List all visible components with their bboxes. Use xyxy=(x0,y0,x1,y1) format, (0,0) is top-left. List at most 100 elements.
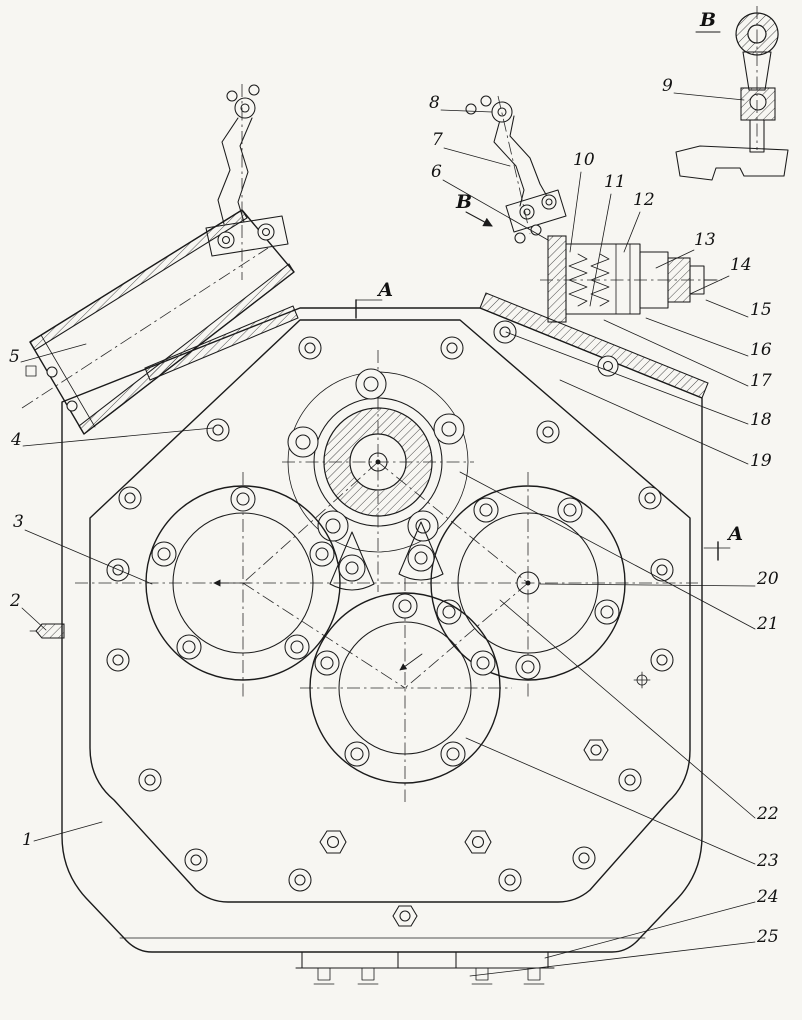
callout-15: 15 xyxy=(750,300,772,320)
callout-19: 19 xyxy=(750,451,772,471)
callout-23: 23 xyxy=(756,851,779,871)
bolt xyxy=(138,768,162,792)
callout-9: 9 xyxy=(662,76,673,96)
bolt xyxy=(298,336,322,360)
view-direction-label: В xyxy=(455,191,472,213)
right-cover xyxy=(430,485,626,681)
callout-11: 11 xyxy=(604,172,626,192)
callout-13: 13 xyxy=(694,230,716,250)
bolt xyxy=(288,868,312,892)
bolt xyxy=(572,846,596,870)
leader-line-18 xyxy=(505,331,749,425)
dowel-pin xyxy=(29,623,65,639)
housing-outline xyxy=(61,307,703,953)
bolt xyxy=(106,558,130,582)
detail-view-b xyxy=(675,6,789,181)
leader-line-3 xyxy=(24,529,153,585)
leader-line-24 xyxy=(544,901,756,959)
drain-bolt xyxy=(523,967,545,985)
callout-7: 7 xyxy=(432,130,443,150)
leader-line-15 xyxy=(705,299,749,318)
leader-line-14 xyxy=(689,275,730,295)
front-cover-plate xyxy=(89,319,691,903)
bolt xyxy=(106,648,130,672)
drain-bolt xyxy=(313,967,335,985)
drain-bolt xyxy=(471,967,493,985)
bottom-drain-flanges xyxy=(295,951,555,985)
leader-line-13 xyxy=(655,249,695,269)
bolt xyxy=(650,558,674,582)
leader-line-17 xyxy=(603,319,749,387)
leader-line-25 xyxy=(469,941,756,977)
leader-line-23 xyxy=(465,737,756,865)
callout-20: 20 xyxy=(756,569,779,589)
cover-perimeter-bolts xyxy=(106,336,674,927)
bolt xyxy=(638,486,662,510)
leader-line-8 xyxy=(440,109,493,113)
leader-line-1 xyxy=(33,821,103,842)
valve-assembly xyxy=(493,224,722,377)
callout-10: 10 xyxy=(573,150,595,170)
leader-line-16 xyxy=(645,317,749,357)
leader-line-5 xyxy=(20,343,87,363)
callout-22: 22 xyxy=(756,804,779,824)
hex-bolt xyxy=(583,739,609,761)
callout-4: 4 xyxy=(10,430,22,450)
callout-14: 14 xyxy=(730,255,752,275)
leader-line-21 xyxy=(459,471,756,630)
hex-bolt xyxy=(464,830,492,854)
leader-line-10 xyxy=(569,171,582,253)
callout-3: 3 xyxy=(13,512,24,532)
bolt xyxy=(440,336,464,360)
callout-17: 17 xyxy=(750,371,772,391)
bolt xyxy=(184,848,208,872)
callout-5: 5 xyxy=(9,347,20,367)
leader-line-9 xyxy=(673,92,745,101)
leader-line-6 xyxy=(442,179,549,241)
leader-line-20 xyxy=(539,583,756,587)
section-a-right-label: А xyxy=(726,523,743,545)
leader-line-12 xyxy=(623,211,641,253)
hex-bolt xyxy=(392,905,418,927)
detail-view-label: В xyxy=(699,9,716,31)
callout-16: 16 xyxy=(750,340,772,360)
callout-8: 8 xyxy=(429,93,440,113)
bolt xyxy=(650,648,674,672)
web-gussets xyxy=(329,521,444,591)
right-shoulder-pad xyxy=(479,292,709,399)
callout-1: 1 xyxy=(22,830,33,850)
bolt xyxy=(498,868,522,892)
hub-lug-bolts xyxy=(287,368,465,542)
bottom-cover xyxy=(309,592,501,784)
hex-bolt xyxy=(319,830,347,854)
bolt xyxy=(618,768,642,792)
drain-bolt xyxy=(357,967,379,985)
left-duct xyxy=(21,209,295,435)
callout-21: 21 xyxy=(756,614,779,634)
left-cover xyxy=(145,485,341,681)
leader-line-2 xyxy=(21,607,47,631)
central-shaft-hub xyxy=(287,368,469,553)
small-hole xyxy=(633,671,651,689)
leader-line-7 xyxy=(443,147,511,167)
left-shoulder-pad xyxy=(144,305,299,381)
leader-line-4 xyxy=(22,427,214,447)
bolt xyxy=(206,418,230,442)
right-bracket xyxy=(465,95,567,235)
bolt xyxy=(118,486,142,510)
view-direction-label-arrow xyxy=(465,211,493,227)
callout-6: 6 xyxy=(431,162,442,182)
leader-line-11 xyxy=(589,193,612,307)
callout-18: 18 xyxy=(750,410,772,430)
bolt xyxy=(536,420,560,444)
section-a-top-label: А xyxy=(376,279,393,301)
callout-25: 25 xyxy=(756,927,779,947)
callout-24: 24 xyxy=(756,887,779,907)
annotation-layer: 1234567891011121314151617181920212223242… xyxy=(9,9,779,977)
leader-line-19 xyxy=(559,379,749,465)
leader-line-22 xyxy=(499,599,756,819)
callout-12: 12 xyxy=(633,190,655,210)
callout-2: 2 xyxy=(9,591,21,611)
